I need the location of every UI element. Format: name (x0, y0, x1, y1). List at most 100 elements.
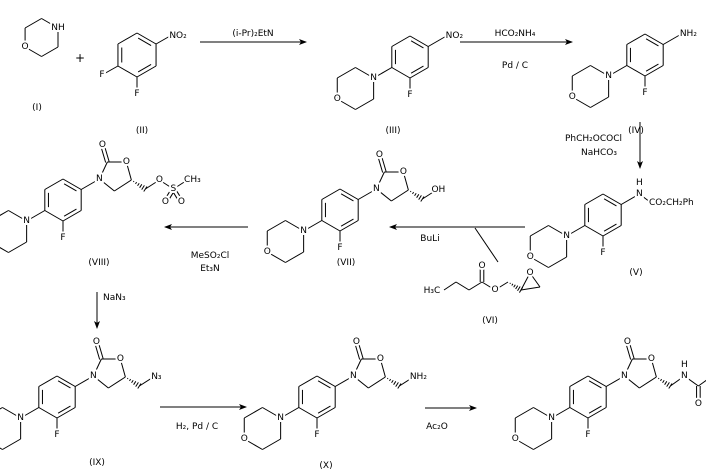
morpholine-nitrogen: N (23, 216, 30, 226)
hashed-wedge-bond (662, 379, 665, 384)
ester-oxygen: O (491, 285, 498, 295)
aromatic-bond (321, 188, 341, 200)
aromatic-bond (44, 210, 64, 222)
morpholine-bond (24, 18, 42, 29)
hashed-wedge-bond (509, 282, 511, 285)
bond (163, 187, 173, 202)
bond (114, 179, 132, 192)
hydroxyl-group: OH (431, 185, 445, 195)
morpholine-oxygen: O (334, 94, 341, 104)
bond (108, 376, 126, 389)
bond (375, 171, 385, 190)
aromatic-double-bond (340, 193, 354, 202)
aromatic-double-bond (645, 63, 659, 72)
bond (125, 161, 132, 181)
carbamate-hydrogen: H (636, 178, 643, 188)
reagent-step1: (i-Pr)₂EtN (232, 29, 273, 39)
hashed-wedge-bond (664, 381, 668, 385)
morpholine-bond (0, 407, 3, 410)
bond (698, 379, 706, 387)
ring-oxygen: O (648, 354, 655, 364)
plus-sign: + (75, 51, 85, 65)
bond (139, 376, 154, 387)
reagent-step3-top: PhCH₂OCOCl (565, 134, 622, 144)
hashed-wedge-bond (416, 194, 420, 198)
aromatic-double-bond (645, 38, 659, 47)
carbonyl-oxygen: O (376, 150, 383, 160)
hashed-wedge-bond (391, 379, 394, 384)
bond (639, 193, 652, 204)
aromatic-bond (117, 32, 138, 45)
morpholine-oxygen: O (527, 252, 534, 262)
carbonyl-oxygen: O (99, 140, 106, 150)
morpholine-oxygen: O (264, 247, 271, 257)
bond (624, 375, 640, 389)
bond (422, 189, 437, 200)
amide-nitrogen: N (681, 371, 688, 381)
aromatic-double-bond (603, 223, 617, 232)
compound-label-II: (II) (136, 126, 148, 136)
aromatic-bond (644, 65, 664, 77)
hashed-wedge-bond (389, 378, 392, 382)
morpholine-oxygen: O (22, 42, 29, 52)
reagent-step2-top: HCO₂NH₄ (495, 29, 536, 39)
aromatic-bond (56, 407, 76, 419)
morpholine-nitrogen: N (370, 73, 377, 83)
bond (520, 286, 541, 291)
cbz-group: CO₂CH₂Ph (649, 198, 694, 208)
aromatic-bond (339, 188, 359, 200)
aromatic-bond (584, 225, 604, 237)
epoxide-oxygen: O (526, 268, 533, 278)
bond (155, 35, 171, 45)
morpholine-bond (590, 65, 609, 77)
bond (443, 281, 457, 291)
carbonyl-double-bond (357, 341, 364, 359)
para-bond (74, 375, 94, 387)
morpholine-bond (285, 220, 304, 232)
morpholine-bond (355, 98, 374, 110)
hashed-wedge-bond (660, 378, 663, 382)
hashed-wedge-bond (414, 192, 417, 197)
bond (650, 358, 657, 378)
hashed-wedge-bond (511, 283, 514, 286)
bond (481, 281, 496, 291)
hashed-wedge-bond (133, 381, 137, 385)
carbonyl-double-bond (97, 341, 104, 359)
aromatic-double-bond (410, 40, 424, 49)
bond (468, 281, 483, 291)
reagent-step5-bottom: Et₃N (200, 264, 220, 274)
morpholine-bond (244, 438, 263, 450)
hashed-wedge-bond (412, 191, 415, 195)
carbonyl-double-bond (628, 341, 635, 359)
hashed-wedge-bond (127, 377, 129, 380)
aromatic-bond (584, 193, 604, 205)
morpholine-nitrogen: N (548, 413, 555, 423)
nitro-group: NO₂ (446, 31, 464, 41)
fluorine-atom: F (60, 233, 65, 243)
aromatic-bond (626, 65, 646, 77)
bond (608, 65, 628, 77)
compound-label-X: (X) (319, 461, 332, 471)
fluorine-atom: F (600, 248, 605, 258)
hashed-wedge-bond (133, 180, 135, 183)
bond (520, 272, 531, 291)
reagent-step5-top: MeSO₂Cl (191, 251, 230, 261)
aromatic-double-bond (137, 64, 152, 73)
aromatic-bond (62, 210, 82, 222)
bond (99, 178, 115, 192)
aromatic-double-bond (57, 380, 71, 389)
morpholine-oxygen: O (241, 434, 248, 444)
morpholine-bond (267, 251, 286, 263)
ring-oxygen: O (377, 354, 384, 364)
morpholine-bond (24, 46, 42, 57)
aromatic-bond (321, 220, 341, 232)
morpholine-nitrogen: N (277, 413, 284, 423)
aromatic-bond (316, 375, 336, 387)
sulfonyl-oxygen: O (178, 197, 185, 207)
aromatic-bond (587, 375, 607, 387)
fluorine-atom: F (99, 70, 104, 80)
bond (171, 189, 181, 204)
aromatic-bond (56, 375, 76, 387)
